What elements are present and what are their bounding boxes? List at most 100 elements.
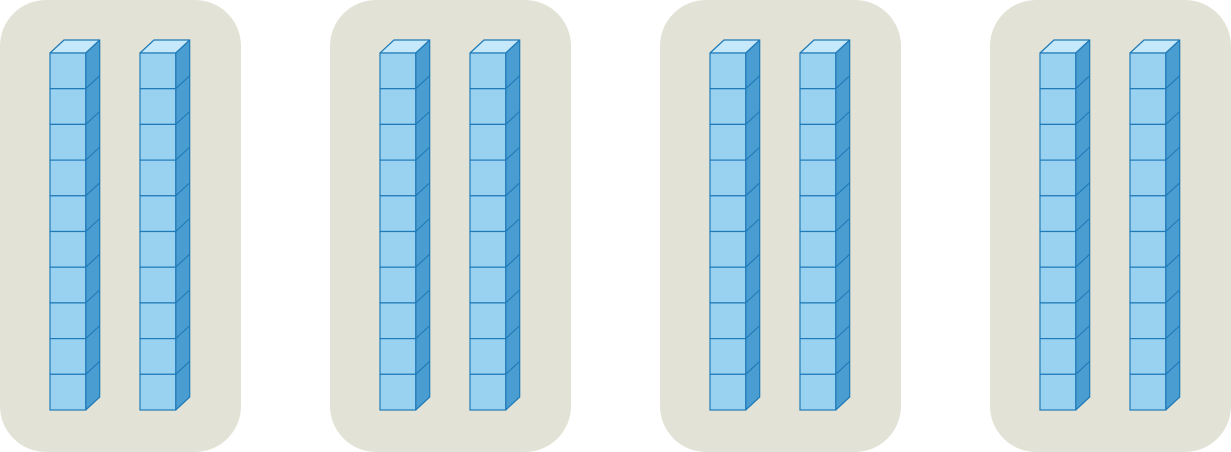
ten-rod — [799, 39, 851, 411]
cube-side-edge — [85, 75, 101, 90]
cube-side-edge — [415, 289, 431, 304]
cube-side-edge — [1165, 146, 1181, 161]
cube-side-edge — [175, 360, 191, 375]
unit-cube — [469, 266, 507, 304]
cube-side-edge — [1075, 360, 1091, 375]
ten-rod — [1129, 39, 1181, 411]
ten-rod — [379, 39, 431, 411]
cube-side-edge — [505, 110, 521, 125]
cube-side-edge — [505, 289, 521, 304]
unit-cube — [1039, 230, 1077, 268]
unit-cube — [379, 159, 417, 197]
unit-cube — [1129, 338, 1167, 375]
unit-cube — [799, 88, 837, 125]
unit-cube — [1039, 195, 1077, 233]
unit-cube — [379, 266, 417, 304]
cube-side-edge — [175, 325, 191, 340]
unit-cube — [709, 302, 747, 340]
cube-side-edge — [1165, 182, 1181, 197]
unit-cube — [1129, 52, 1167, 90]
unit-cube — [1039, 338, 1077, 375]
cube-side-edge — [415, 182, 431, 197]
unit-cube — [1039, 159, 1077, 197]
cube-side-edge — [835, 110, 851, 125]
unit-cube — [799, 338, 837, 375]
unit-cube — [49, 52, 87, 90]
unit-cube — [1039, 52, 1077, 90]
unit-cube — [709, 52, 747, 90]
cube-side-edge — [1165, 360, 1181, 375]
unit-cube — [49, 230, 87, 268]
cube-side-edge — [505, 75, 521, 90]
ten-rod — [139, 39, 191, 411]
unit-cube — [139, 159, 177, 197]
ten-rod — [49, 39, 101, 411]
unit-cube — [49, 88, 87, 125]
unit-cube — [1129, 88, 1167, 125]
cube-side-edge — [835, 360, 851, 375]
unit-cube — [709, 338, 747, 375]
cube-side-edge — [835, 75, 851, 90]
unit-cube — [379, 230, 417, 268]
cube-side-edge — [835, 253, 851, 268]
group-1 — [0, 0, 241, 452]
cube-side-edge — [415, 146, 431, 161]
unit-cube — [709, 159, 747, 197]
unit-cube — [49, 159, 87, 197]
unit-cube — [379, 373, 417, 411]
unit-cube — [1129, 195, 1167, 233]
unit-cube — [379, 338, 417, 375]
unit-cube — [709, 123, 747, 161]
unit-cube — [1129, 123, 1167, 161]
unit-cube — [1129, 373, 1167, 411]
unit-cube — [469, 88, 507, 125]
unit-cube — [379, 88, 417, 125]
cube-side-edge — [835, 289, 851, 304]
unit-cube — [1129, 302, 1167, 340]
cube-side-edge — [505, 360, 521, 375]
unit-cube — [1039, 88, 1077, 125]
unit-cube — [799, 123, 837, 161]
group-3 — [660, 0, 901, 452]
cube-side-edge — [835, 325, 851, 340]
group-4 — [990, 0, 1231, 452]
cube-side-edge — [1075, 146, 1091, 161]
unit-cube — [799, 373, 837, 411]
cube-side-edge — [835, 182, 851, 197]
cube-side-edge — [505, 218, 521, 232]
cube-side-edge — [175, 182, 191, 197]
unit-cube — [709, 373, 747, 411]
unit-cube — [139, 52, 177, 90]
unit-cube — [1039, 123, 1077, 161]
ten-rod — [709, 39, 761, 411]
unit-cube — [1039, 266, 1077, 304]
unit-cube — [799, 266, 837, 304]
unit-cube — [469, 195, 507, 233]
cube-side-edge — [1165, 218, 1181, 232]
unit-cube — [709, 230, 747, 268]
unit-cube — [799, 159, 837, 197]
unit-cube — [469, 338, 507, 375]
cube-side-edge — [505, 182, 521, 197]
cube-side-edge — [745, 146, 761, 161]
unit-cube — [139, 338, 177, 375]
cube-side-edge — [745, 182, 761, 197]
unit-cube — [49, 302, 87, 340]
cube-side-edge — [415, 253, 431, 268]
unit-cube — [799, 230, 837, 268]
cube-side-edge — [1075, 110, 1091, 125]
cube-side-edge — [1165, 325, 1181, 340]
cube-side-edge — [415, 75, 431, 90]
cube-side-edge — [1165, 289, 1181, 304]
unit-cube — [469, 373, 507, 411]
cube-side-edge — [175, 289, 191, 304]
ten-rod — [1039, 39, 1091, 411]
cube-side-edge — [1075, 218, 1091, 232]
cube-side-edge — [175, 146, 191, 161]
unit-cube — [379, 123, 417, 161]
unit-cube — [1039, 373, 1077, 411]
cube-side-edge — [745, 218, 761, 232]
unit-cube — [49, 266, 87, 304]
